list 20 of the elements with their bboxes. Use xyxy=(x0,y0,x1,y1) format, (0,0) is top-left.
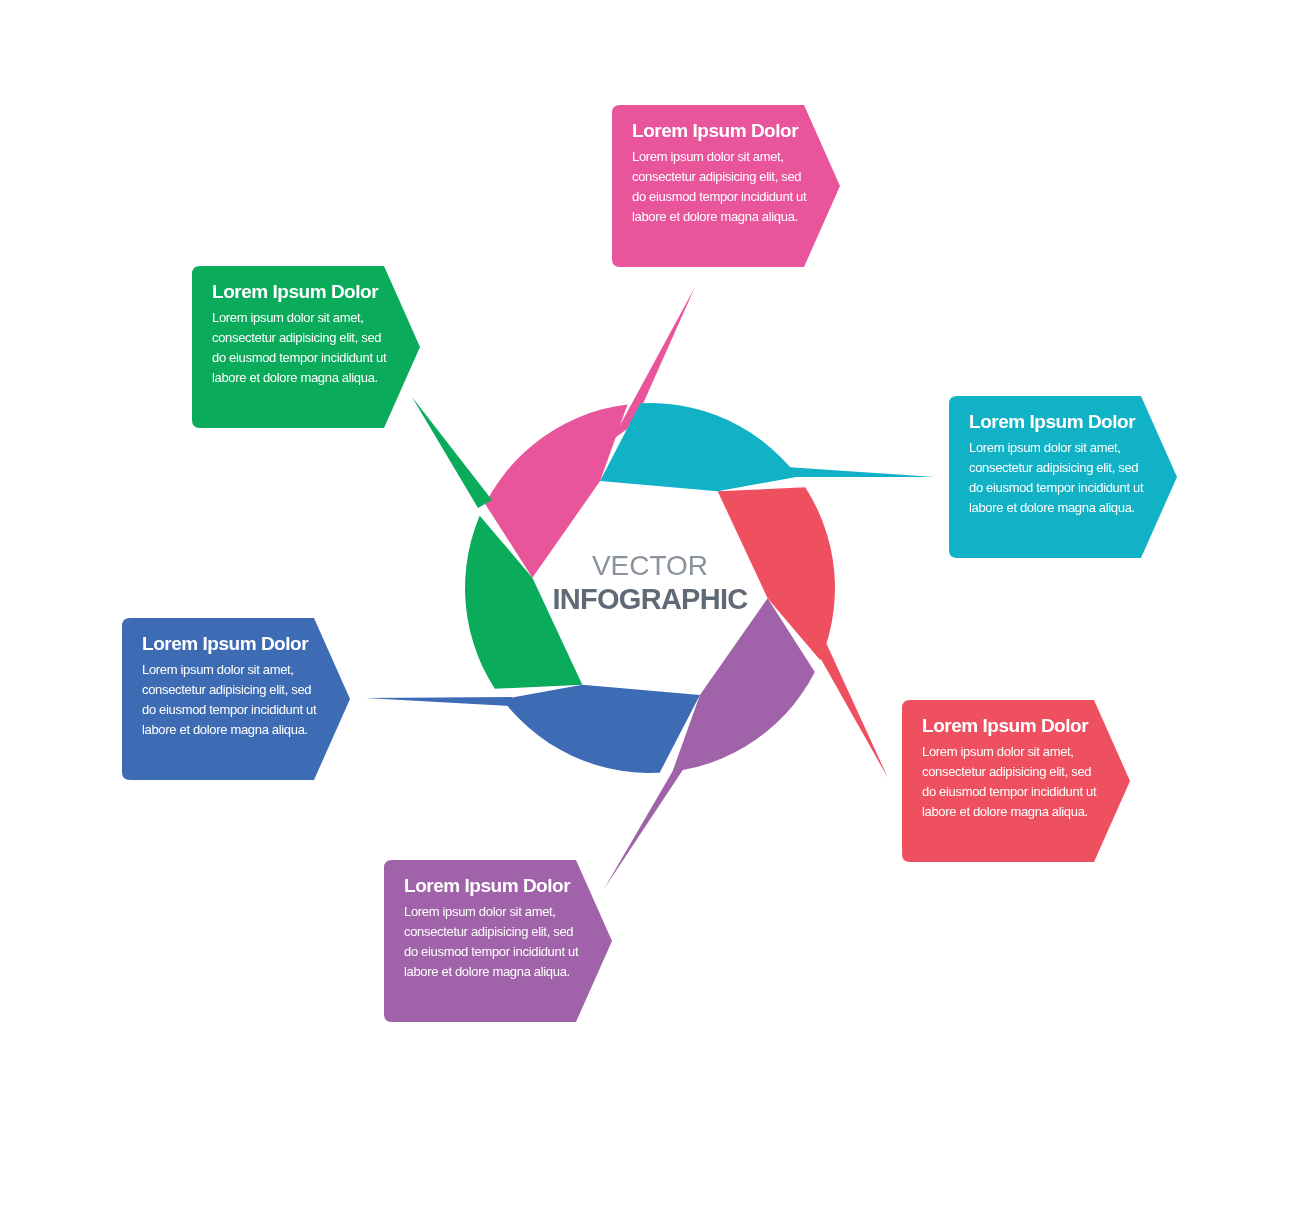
card-body-text: Lorem ipsum dolor sit amet, consectetur adipisicing elit, sed do eiusmod tempor incididunt ut labore et dolore magna aliqua. xyxy=(922,743,1098,821)
card-body-text: Lorem ipsum dolor sit amet, consectetur adipisicing elit, sed do eiusmod tempor incididunt ut labore et dolore magna aliqua. xyxy=(142,661,318,739)
center-title: INFOGRAPHIC xyxy=(552,582,748,616)
arrow-card xyxy=(612,105,840,267)
arrow-card xyxy=(384,860,612,1022)
arrow-card xyxy=(122,618,350,780)
center-subtitle: VECTOR xyxy=(591,550,709,582)
arrow-card xyxy=(902,700,1130,862)
card-body-text: Lorem ipsum dolor sit amet, consectetur adipisicing elit, sed do eiusmod tempor incididunt ut labore et dolore magna aliqua. xyxy=(969,439,1145,517)
arrow-card xyxy=(949,396,1177,558)
card-body-text: Lorem ipsum dolor sit amet, consectetur adipisicing elit, sed do eiusmod tempor incididunt ut labore et dolore magna aliqua. xyxy=(632,148,808,226)
card-heading: Lorem Ipsum Dolor xyxy=(632,119,800,143)
card-body-text: Lorem ipsum dolor sit amet, consectetur adipisicing elit, sed do eiusmod tempor incididunt ut labore et dolore magna aliqua. xyxy=(212,309,388,387)
card-heading: Lorem Ipsum Dolor xyxy=(142,632,310,656)
card-heading: Lorem Ipsum Dolor xyxy=(922,714,1090,738)
card-heading: Lorem Ipsum Dolor xyxy=(404,874,572,898)
card-heading: Lorem Ipsum Dolor xyxy=(212,280,380,304)
card-heading: Lorem Ipsum Dolor xyxy=(969,410,1137,434)
arrow-card xyxy=(192,266,420,428)
card-body-text: Lorem ipsum dolor sit amet, consectetur adipisicing elit, sed do eiusmod tempor incididunt ut labore et dolore magna aliqua. xyxy=(404,903,580,981)
